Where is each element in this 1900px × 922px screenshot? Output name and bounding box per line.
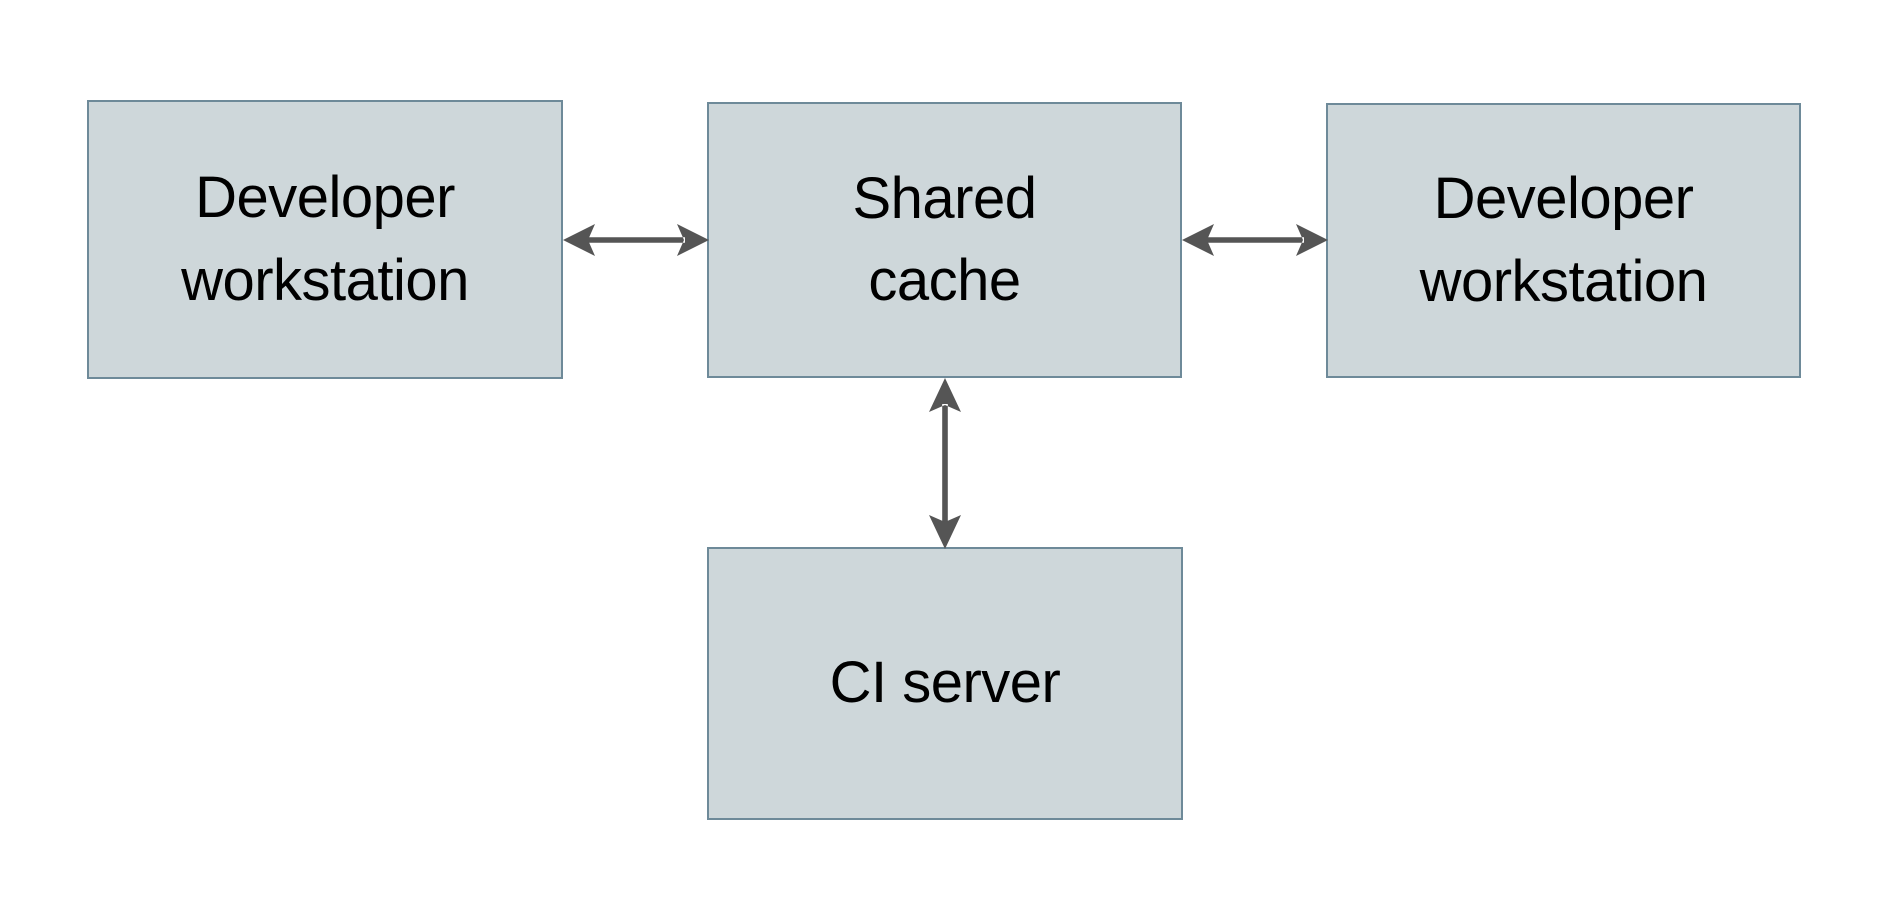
- bidirectional-arrow-icon: [929, 378, 961, 549]
- bidirectional-arrow-icon: [563, 224, 709, 256]
- edge-developer-workstation-left-to-shared-cache[interactable]: [561, 214, 711, 266]
- node-label: CI server: [829, 650, 1061, 716]
- edge-shared-cache-to-developer-workstation-right[interactable]: [1180, 214, 1330, 266]
- node-developer-workstation-right[interactable]: Developer workstation: [1326, 103, 1801, 378]
- edge-shared-cache-to-ci-server[interactable]: [919, 376, 971, 551]
- node-developer-workstation-left[interactable]: Developer workstation: [87, 100, 563, 379]
- node-label: Developer workstation: [1419, 166, 1708, 314]
- node-label: Shared cache: [852, 165, 1037, 313]
- node-shared-cache[interactable]: Shared cache: [707, 102, 1182, 378]
- node-ci-server[interactable]: CI server: [707, 547, 1183, 820]
- node-label: Developer workstation: [181, 165, 469, 313]
- bidirectional-arrow-icon: [1182, 224, 1328, 256]
